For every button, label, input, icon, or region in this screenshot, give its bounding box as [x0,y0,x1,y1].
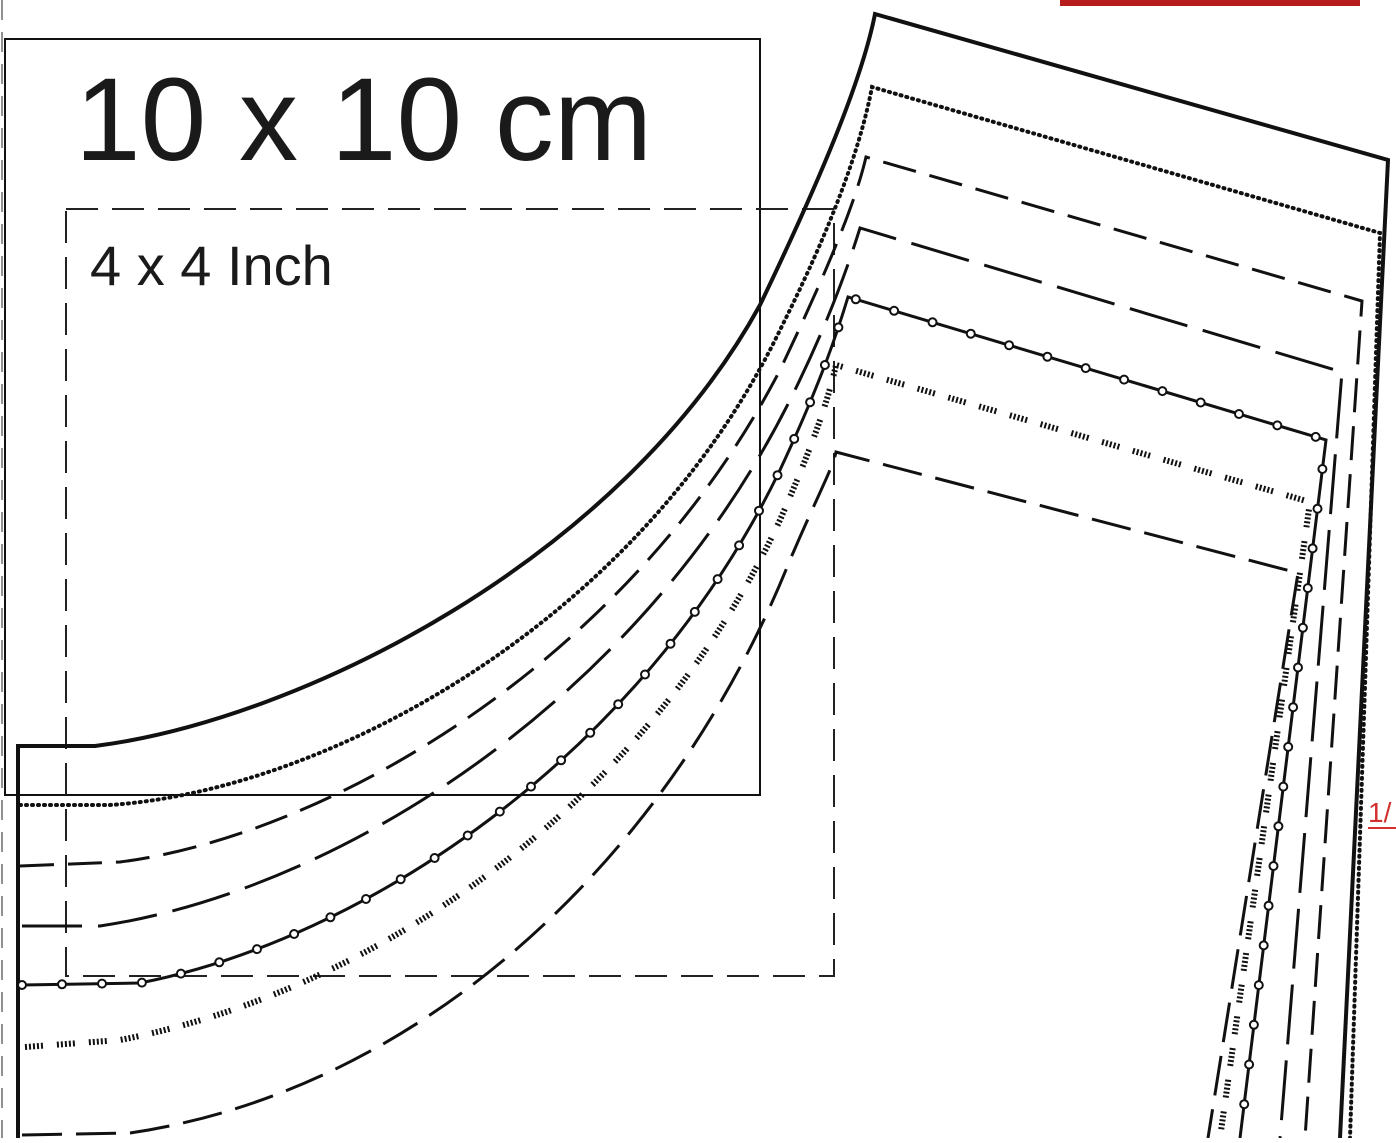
circle-marker [1258,940,1269,951]
circle-marker [1080,363,1091,374]
circle-marker [754,505,764,516]
circle-marker [1312,503,1323,514]
circle-marker [1268,861,1279,871]
circle-marker [1244,1059,1255,1070]
circle-marker [175,968,186,979]
circle-marker [395,874,406,885]
circle-marker [1239,1099,1250,1110]
scale-box-imperial-label: 4 x 4 Inch [90,234,333,297]
size-link-fragment[interactable]: 1/ [1368,797,1392,828]
circle-marker [613,699,624,710]
circle-marker [556,755,567,766]
size-line-7-dashed [21,450,1300,1139]
circle-marker [927,317,938,328]
circle-marker [1278,781,1289,792]
circle-marker [1310,431,1321,442]
circle-marker [712,574,723,585]
title-fragment-underline [1060,0,1360,6]
circle-marker [1317,464,1328,474]
circle-marker [689,606,700,617]
circle-marker [1263,900,1274,911]
size-line-1-solid [16,11,1391,1139]
circle-marker [1307,543,1318,554]
circle-marker [1273,821,1284,832]
circle-marker [833,322,844,333]
circle-marker [1004,340,1015,351]
size-line-6-hatched [24,361,1314,1139]
circle-marker [462,830,473,841]
size-line-2-dotted [18,84,1383,1140]
size-line-5-circle-markers [17,294,1328,1110]
circle-marker [1119,374,1130,385]
circle-marker [805,397,816,408]
circle-marker [1248,1019,1259,1030]
circle-marker [1293,662,1303,673]
circle-marker [97,978,107,989]
circle-marker [361,894,371,904]
circle-marker [1042,351,1053,362]
circle-marker [789,433,800,444]
circle-marker [325,912,336,923]
circle-marker [214,957,225,968]
circle-marker [289,929,300,939]
scale-box-imperial [65,208,835,977]
circle-marker [772,470,783,481]
circle-marker [640,669,650,680]
circle-marker [889,305,900,316]
circle-marker [429,853,440,863]
circle-marker [850,294,861,305]
size-line-4-long-dash [22,226,1344,1139]
circle-marker [965,328,976,339]
circle-marker [1253,980,1264,991]
circle-marker [17,980,27,990]
circle-marker [252,944,262,955]
circle-marker [585,727,596,738]
circle-marker [1288,702,1299,713]
size-line-3-dash-cross [19,155,1364,1139]
circle-marker [1195,397,1206,408]
circle-marker [1283,741,1294,752]
circle-marker [57,979,67,990]
circle-marker [665,638,676,649]
circle-marker [1272,420,1283,431]
circle-marker [1297,622,1308,633]
circle-marker [819,360,830,370]
circle-marker [1157,386,1168,397]
scale-box-metric [4,38,761,796]
scale-box-metric-label: 10 x 10 cm [75,54,652,186]
circle-marker [734,540,745,551]
circle-marker [1302,583,1313,594]
circle-marker [526,781,536,792]
circle-marker [136,977,147,988]
circle-marker [1234,409,1244,419]
circle-marker [494,806,505,817]
